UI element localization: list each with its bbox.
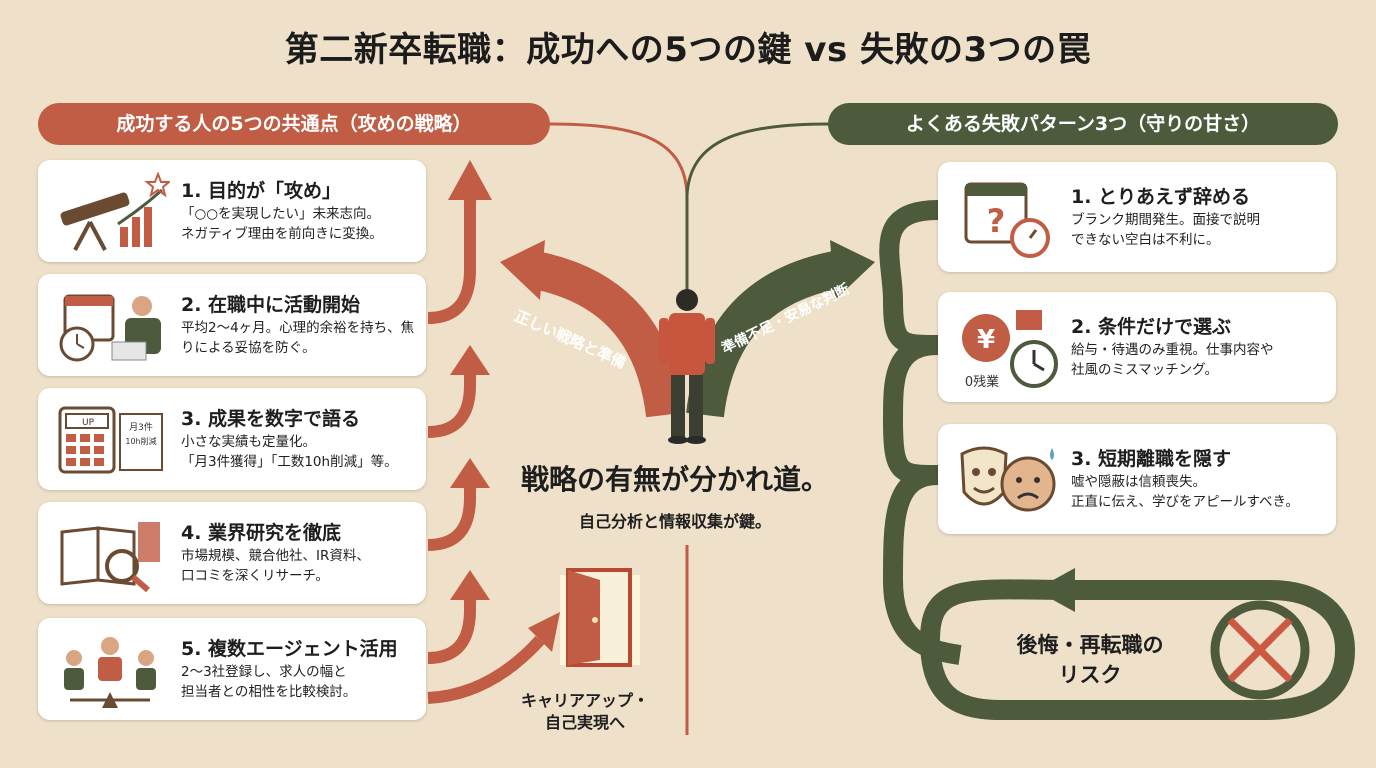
failure-header: よくある失敗パターン3つ（守りの甘さ） <box>828 103 1338 145</box>
yen-clock-icon: ¥ 0残業 <box>962 310 1058 390</box>
card-desc: 「○○を実現したい」未来志向。 ネガティブ理由を前向きに変換。 <box>181 206 383 242</box>
left-diverge-arrow <box>530 251 684 418</box>
loop-arrowhead <box>1035 568 1075 612</box>
telescope-icon <box>60 172 170 251</box>
failure-card-3: 3. 短期離職を隠す 嘘や隠蔽は信頼喪失。 正直に伝え、学びをアピールすべき。 <box>938 424 1336 534</box>
card-title: 2. 在職中に活動開始 <box>181 294 361 316</box>
yen-symbol: ¥ <box>977 325 995 355</box>
right-bracket-arrows <box>879 200 1356 720</box>
card-desc: 給与・待遇のみ重視。仕事内容や 社風のミスマッチング。 <box>1071 342 1274 378</box>
left-split-line <box>549 122 689 196</box>
svg-text:?: ? <box>987 202 1006 240</box>
agents-icon <box>64 637 156 708</box>
door-icon <box>560 568 640 667</box>
doc-text-1: 月3件 <box>129 421 153 433</box>
card-desc: 市場規模、競合他社、IR資料、 口コミを深くリサーチ。 <box>181 548 370 584</box>
card-desc: 平均2〜4ヶ月。心理的余裕を持ち、焦りによる妥協を防ぐ。 <box>181 320 415 356</box>
zero-overtime-text: 0残業 <box>965 374 999 390</box>
left-arrowheads <box>448 160 560 652</box>
doc-text-2: 10h削減 <box>125 436 156 446</box>
failure-card-2: ¥ 0残業 2. 条件だけで選ぶ 給与・待遇のみ重視。仕事内容や 社風のミスマッ… <box>938 292 1336 402</box>
success-card-3: UP 月3件 10h削減 3. 成果を数字で語る 小さな実績も定量化。 「月3件… <box>38 388 426 490</box>
card-desc: 小さな実績も定量化。 「月3件獲得」「工数10h削減」等。 <box>181 434 398 470</box>
failure-card-1: ? 1. とりあえず辞める ブランク期間発生。面接で説明 できない空白は不利に。 <box>938 162 1336 272</box>
card-desc: ブランク期間発生。面接で説明 できない空白は不利に。 <box>1071 212 1260 248</box>
calc-up-text: UP <box>82 418 95 428</box>
card-title: 5. 複数エージェント活用 <box>181 638 398 660</box>
right-diverge-arrow <box>686 251 840 418</box>
card-title: 3. 成果を数字で語る <box>181 408 361 430</box>
risk-label: 後悔・再転職の リスク <box>1016 633 1164 687</box>
card-title: 4. 業界研究を徹底 <box>181 522 342 544</box>
career-label: キャリアアップ・ 自己実現へ <box>520 691 649 732</box>
book-magnifier-icon <box>60 522 160 593</box>
left-staircase-arrows <box>427 195 545 704</box>
success-card-2: 2. 在職中に活動開始 平均2〜4ヶ月。心理的余裕を持ち、焦りによる妥協を防ぐ。 <box>38 274 426 376</box>
success-header: 成功する人の5つの共通点（攻めの戦略） <box>38 103 550 145</box>
calculator-icon: UP 月3件 10h削減 <box>58 406 163 474</box>
center-main-text: 戦略の有無が分かれ道。 <box>520 463 829 496</box>
person-figure <box>659 289 715 444</box>
card-desc: 嘘や隠蔽は信頼喪失。 正直に伝え、学びをアピールすべき。 <box>1071 474 1299 510</box>
calendar-clock-icon <box>59 294 161 362</box>
page-title: 第二新卒転職：成功への5つの鍵 vs 失敗の3つの罠 <box>284 30 1092 70</box>
card-title: 2. 条件だけで選ぶ <box>1071 316 1232 338</box>
card-title: 3. 短期離職を隠す <box>1071 448 1232 470</box>
card-desc: 2〜3社登録し、求人の幅と 担当者との相性を比較検討。 <box>181 664 357 700</box>
center-sub-text: 自己分析と情報収集が鍵。 <box>578 512 771 531</box>
success-card-1: 1. 目的が「攻め」 「○○を実現したい」未来志向。 ネガティブ理由を前向きに変… <box>38 160 426 262</box>
calendar-question-icon: ? <box>964 182 1050 258</box>
card-title: 1. とりあえず辞める <box>1071 186 1251 208</box>
success-card-5: 5. 複数エージェント活用 2〜3社登録し、求人の幅と 担当者との相性を比較検討… <box>38 618 426 720</box>
right-split-line <box>685 122 829 196</box>
success-card-4: 4. 業界研究を徹底 市場規模、競合他社、IR資料、 口コミを深くリサーチ。 <box>38 502 426 604</box>
mask-icon <box>960 446 1056 512</box>
card-title: 1. 目的が「攻め」 <box>181 180 342 202</box>
x-mark-icon <box>1210 600 1310 700</box>
